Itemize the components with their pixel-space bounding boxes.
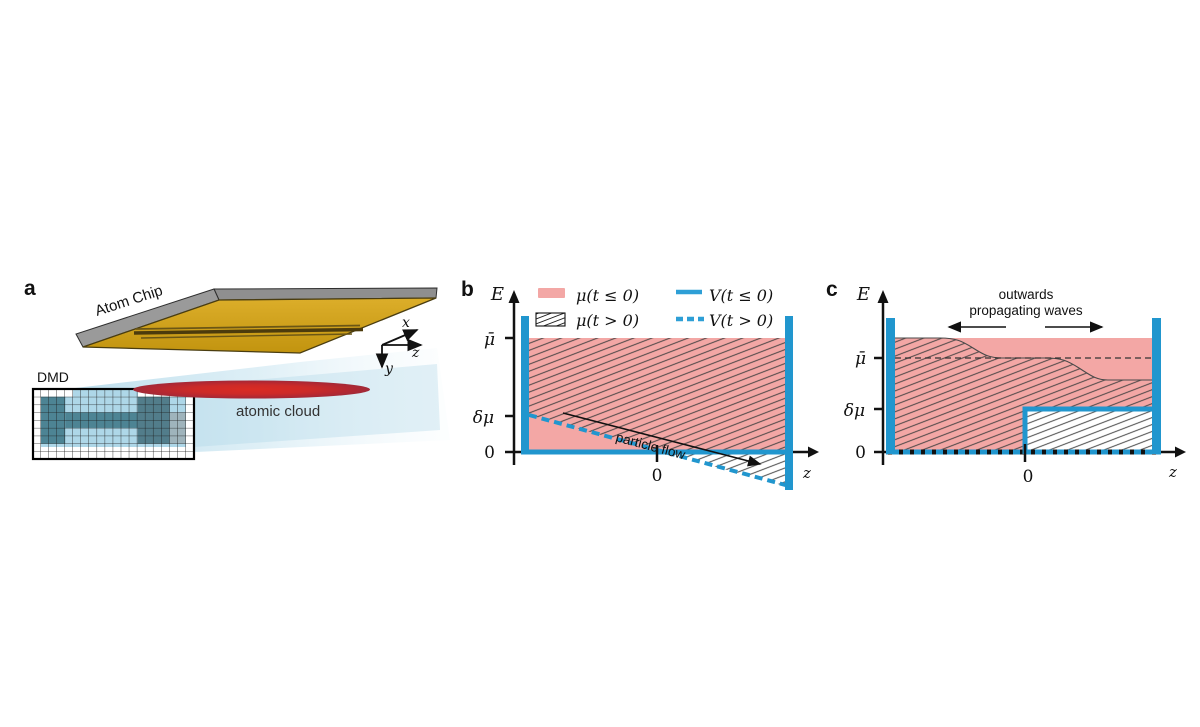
axis-x-label: x [402, 315, 410, 331]
legend-mu-after-label: μ(t > 0) [576, 311, 639, 330]
legend-swatch-mu-after [535, 312, 566, 327]
left-wall-b [521, 316, 529, 454]
zero-label-c: 0 [855, 443, 866, 463]
panel-a-label: a [24, 277, 36, 300]
energy-axis-label-c: E [856, 284, 870, 305]
delta-mu-label-b: δμ [473, 408, 494, 428]
mu-bar-label-c: μ̄ [855, 349, 866, 369]
chip-stripe [133, 327, 364, 335]
panel-c: c E μ̄ δμ 0 z 0 outward [826, 278, 1186, 487]
waves-annotation-line2: propagating waves [969, 303, 1083, 318]
energy-axis-arrowhead-b [508, 290, 520, 303]
right-wall-c [1152, 318, 1161, 454]
atom-chip: Atom Chip [75, 282, 438, 354]
energy-axis-label-b: E [490, 284, 504, 305]
chip-stripe [135, 324, 361, 330]
atomic-cloud-label: atomic cloud [236, 403, 320, 420]
coordinate-axes [375, 329, 423, 369]
panel-b-label: b [461, 278, 474, 301]
origin-label-b: 0 [652, 466, 663, 486]
panel-b: b E μ̄ δμ 0 z 0 [461, 278, 819, 490]
legend-v-after-label: V(t > 0) [709, 311, 773, 330]
chip-stripe [140, 333, 353, 339]
chip-gold-face [82, 297, 437, 354]
mu-after-region-b [529, 338, 785, 486]
legend-b: μ(t ≤ 0) μ(t > 0) V(t ≤ 0) V(t > 0) [535, 286, 773, 330]
dmd-grid: DMD [31, 369, 196, 461]
particle-flow-arrow [562, 412, 762, 467]
mu-bar-label-b: μ̄ [484, 330, 495, 350]
axis-y-label: y [384, 361, 394, 377]
wave-profile-line [895, 337, 1152, 381]
energy-ticks-b [505, 336, 659, 462]
potential-step-line-c [1022, 406, 1152, 454]
delta-mu-label-c: δμ [844, 401, 865, 421]
z-axis-label-c: z [1168, 463, 1177, 481]
panel-c-label: c [826, 278, 838, 301]
x-axis-arrow [381, 329, 419, 346]
waves-annotation-line1: outwards [999, 287, 1054, 302]
left-wall-c [886, 318, 895, 454]
potential-after-dashed-line-b [528, 413, 790, 488]
mu-after-region-c [895, 338, 1152, 452]
chip-wire-stripes [133, 324, 364, 339]
origin-label-c: 0 [1023, 467, 1034, 487]
energy-axis-arrowhead-c [877, 290, 889, 303]
dmd-label: DMD [37, 369, 69, 385]
axis-z-label: z [411, 345, 420, 361]
legend-v-before-label: V(t ≤ 0) [709, 286, 773, 305]
zero-label-b: 0 [484, 443, 495, 463]
energy-ticks-c [874, 356, 1027, 462]
z-axis-arrowhead-b [808, 446, 819, 458]
legend-swatch-mu-before [538, 288, 565, 298]
z-axis-label-b: z [802, 464, 811, 482]
dmd-border [31, 387, 196, 461]
right-wall-b [785, 316, 793, 490]
z-axis-arrowhead-c [1175, 446, 1186, 458]
panel-a: a Atom Chip DMD [24, 277, 450, 461]
atomic-cloud-ellipse [133, 380, 370, 399]
dmd-gridlines [33, 389, 194, 459]
legend-mu-before-label: μ(t ≤ 0) [576, 286, 639, 305]
